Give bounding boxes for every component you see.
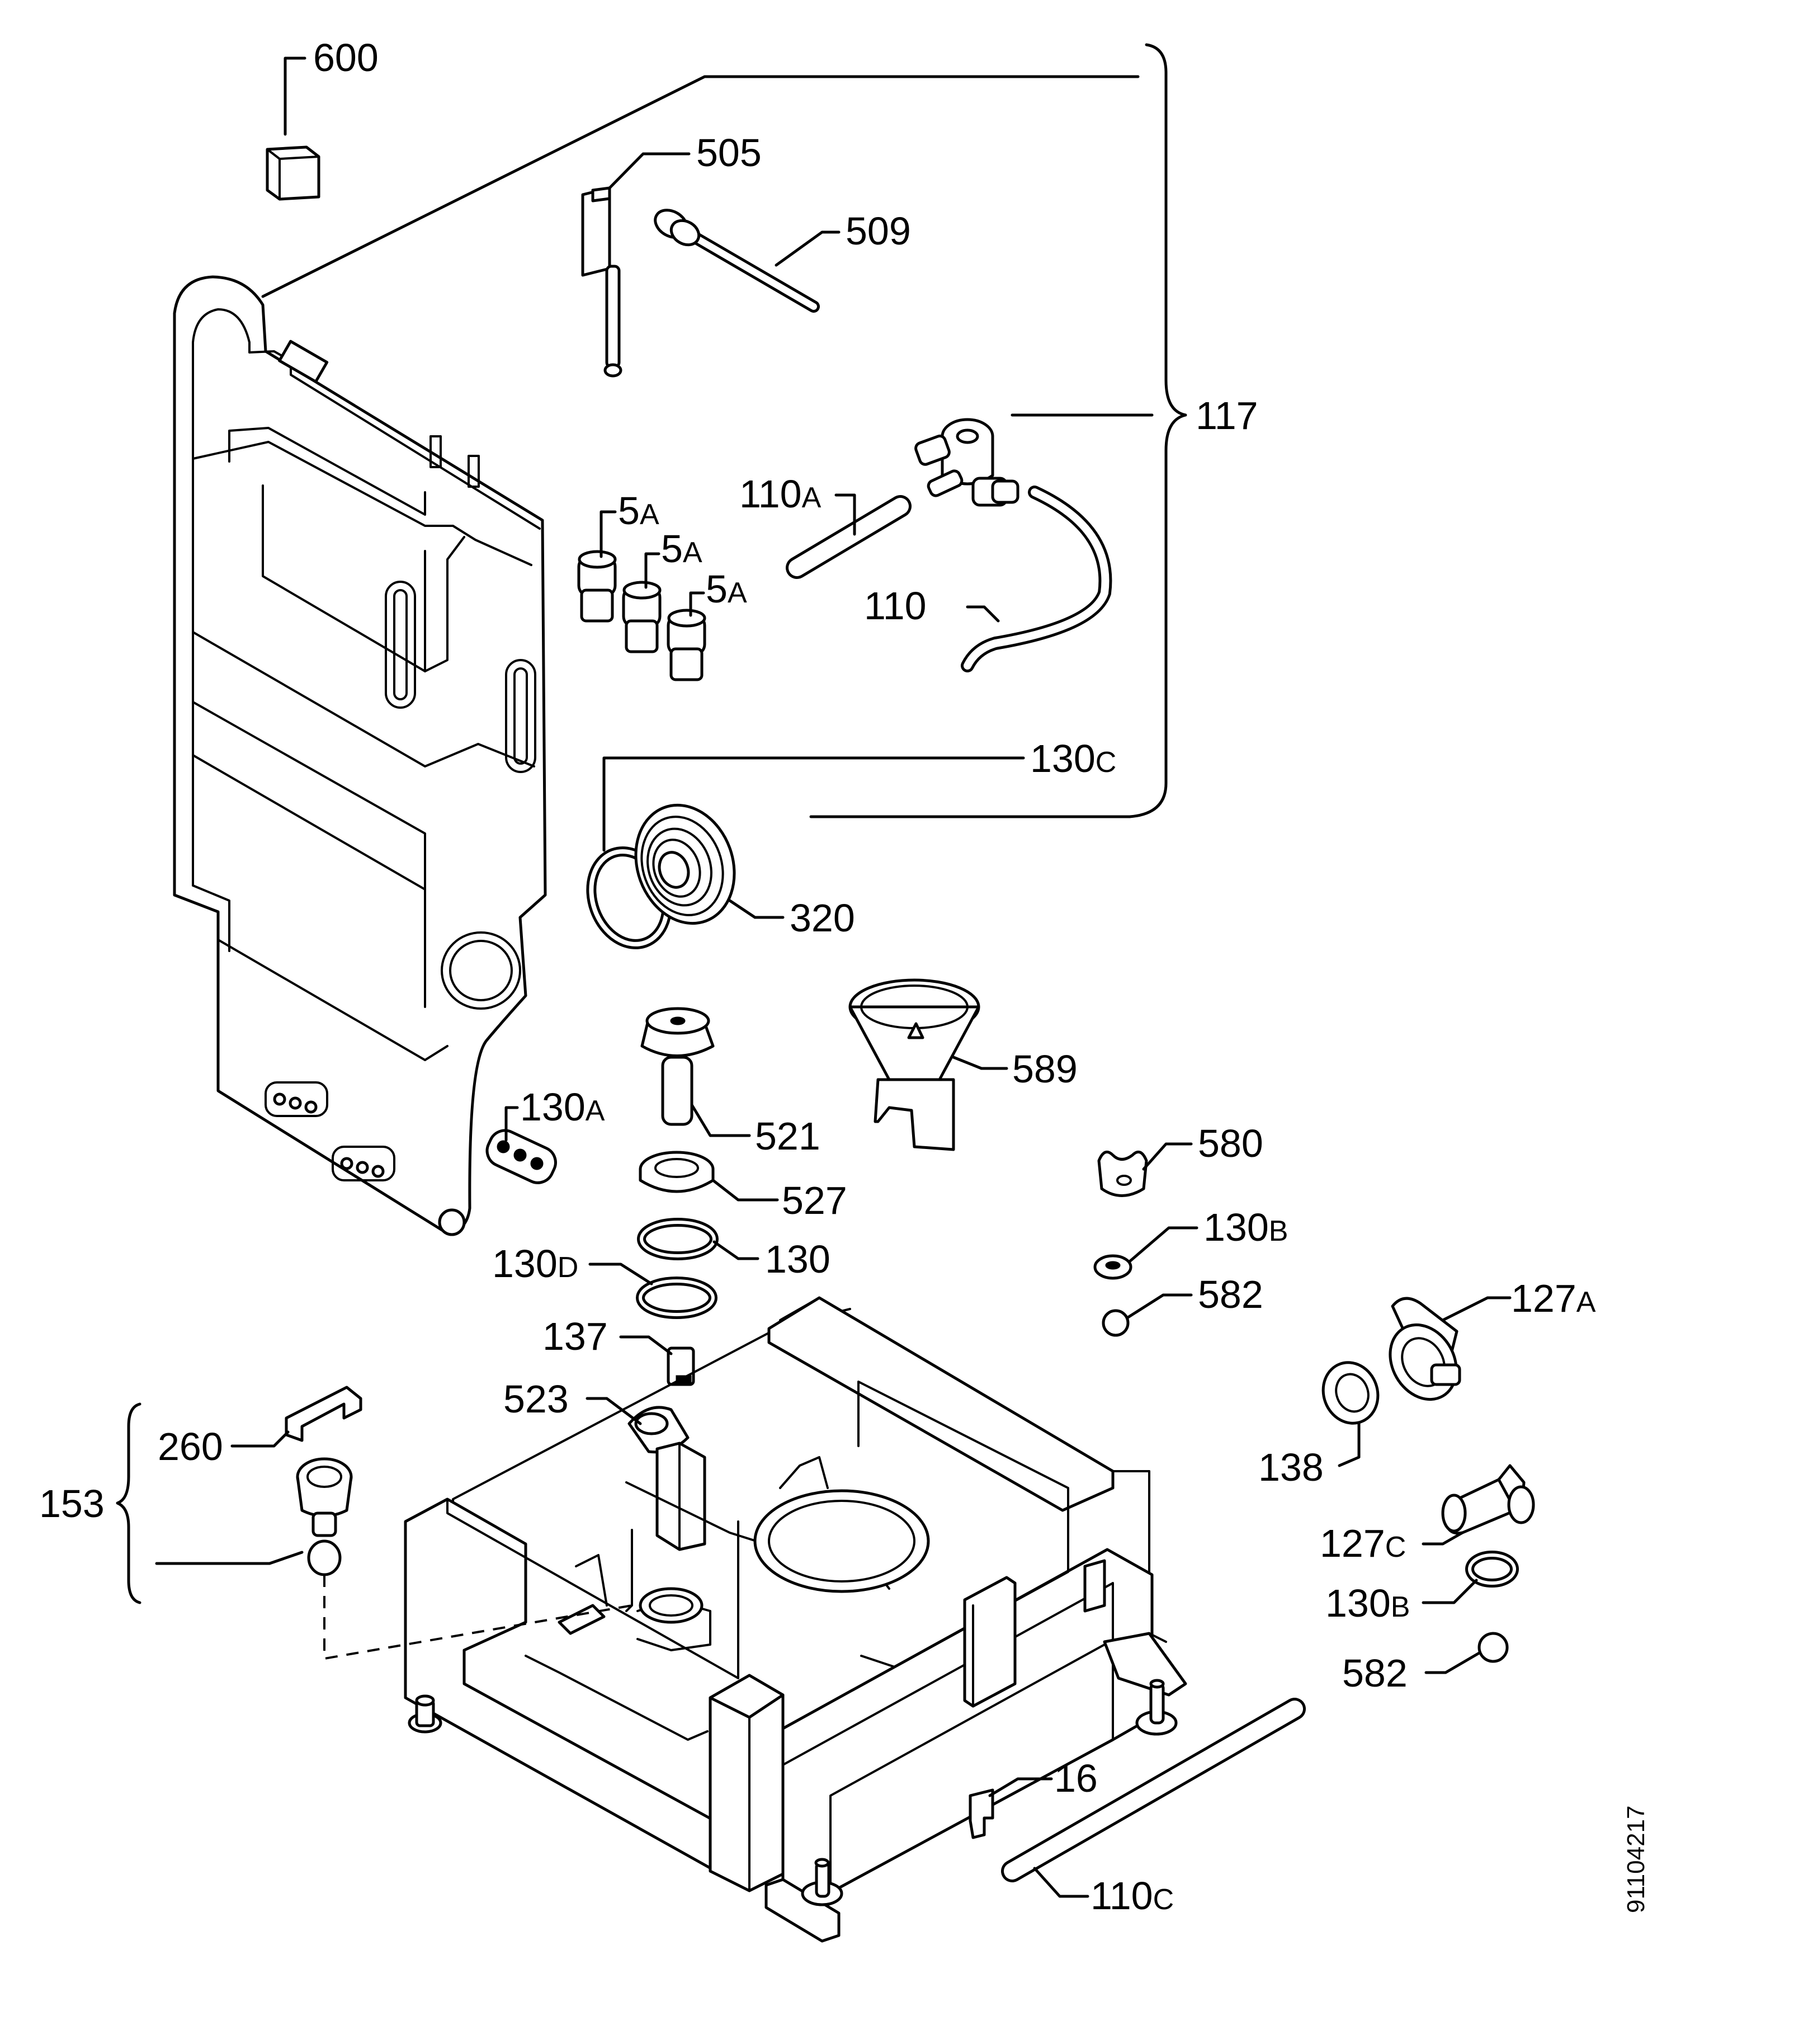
label-16: 16 [1054, 1756, 1098, 1800]
label-320: 320 [790, 896, 855, 940]
label-600: 600 [313, 36, 379, 79]
hose-110 [961, 486, 1112, 672]
label-582-2: 582 [1342, 1651, 1408, 1695]
sensor-5a-2 [622, 552, 662, 653]
label-138: 138 [1258, 1445, 1324, 1489]
label-582-1: 582 [1198, 1273, 1263, 1316]
label-130a: 130A [520, 1085, 605, 1129]
pump-320 [634, 803, 785, 925]
group-153 [116, 1402, 304, 1604]
hub-521 [640, 1007, 751, 1137]
seal-130a [485, 1106, 557, 1184]
label-509: 509 [846, 209, 911, 253]
ball-582-1 [1102, 1293, 1193, 1337]
funnel-589 [848, 978, 1008, 1151]
label-127a: 127A [1511, 1277, 1596, 1320]
bracket-117 [261, 43, 1187, 818]
ball-582-2 [1424, 1632, 1509, 1674]
label-523: 523 [503, 1377, 569, 1421]
part-127a [1389, 1296, 1512, 1401]
label-130: 130 [765, 1237, 830, 1281]
tank-side-panel [173, 275, 547, 1236]
label-130c: 130C [1030, 737, 1116, 780]
label-110: 110 [864, 584, 927, 628]
part-505-pin [581, 152, 691, 378]
sensor-5a-1 [577, 510, 617, 623]
washer-130b-2 [1422, 1551, 1519, 1604]
base-frame [404, 1296, 1187, 1943]
hose-110a [786, 493, 912, 579]
label-5a-1: 5A [618, 489, 659, 533]
gasket-130 [637, 1218, 759, 1260]
part-127c [1422, 1464, 1535, 1546]
nut-527 [639, 1151, 779, 1202]
sensor-5a-3 [667, 591, 706, 681]
label-137: 137 [542, 1315, 608, 1358]
label-110a: 110A [739, 472, 822, 516]
drawing-code: 91104217 [1622, 1806, 1650, 1914]
label-110c: 110C [1091, 1874, 1174, 1918]
gasket-130d [588, 1263, 717, 1319]
hose-110c [1001, 1698, 1306, 1898]
label-127c: 127C [1320, 1522, 1406, 1565]
label-589: 589 [1012, 1047, 1078, 1091]
inlet-valve [914, 418, 1019, 507]
label-117: 117 [1196, 394, 1258, 437]
part-580 [1097, 1142, 1193, 1197]
part-260 [230, 1386, 362, 1448]
ring-138 [1321, 1361, 1380, 1467]
label-260: 260 [158, 1425, 223, 1468]
part-509-rod [654, 209, 841, 313]
label-527: 527 [782, 1179, 847, 1222]
label-505: 505 [696, 131, 762, 175]
washer-130b-1 [1093, 1226, 1198, 1280]
label-130b-2: 130B [1325, 1581, 1410, 1625]
label-521: 521 [755, 1114, 820, 1158]
part-523 [586, 1397, 706, 1551]
label-580: 580 [1198, 1122, 1263, 1165]
label-130d: 130D [492, 1242, 578, 1285]
drain-part-153 [296, 1457, 632, 1660]
label-5a-2: 5A [661, 527, 702, 571]
part-16 [969, 1777, 1053, 1839]
callout-labels: 600 505 509 117 110A 5A 5A 5A 110 130C 3… [39, 36, 1650, 1918]
label-5a-3: 5A [706, 567, 747, 611]
label-130b-1: 130B [1203, 1205, 1288, 1249]
label-153: 153 [39, 1482, 105, 1525]
part-600-block [266, 56, 320, 201]
